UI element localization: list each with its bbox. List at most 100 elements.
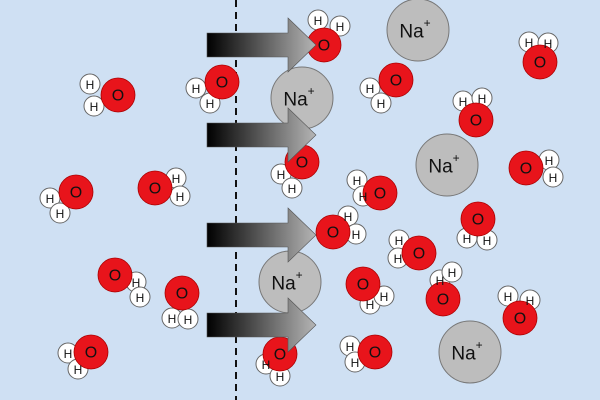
water-molecule: HHO — [359, 62, 414, 114]
ion-charge: + — [308, 84, 315, 98]
oxygen-atom — [315, 214, 351, 250]
ion-charge: + — [296, 268, 303, 282]
oxygen-atom — [357, 334, 393, 370]
hydrogen-label: H — [168, 312, 177, 326]
oxygen-label: O — [470, 113, 482, 130]
oxygen-atom — [73, 334, 109, 370]
hydrogen-label: H — [336, 20, 345, 34]
oxygen-label: O — [109, 268, 121, 285]
hydrogen-label: H — [74, 363, 83, 377]
hydrogen-label: H — [262, 358, 271, 372]
oxygen-atom — [204, 64, 240, 100]
hydrogen-atom — [281, 177, 303, 199]
oxygen-label: O — [216, 75, 228, 92]
hydrogen-atom — [49, 202, 71, 224]
hydrogen-label: H — [463, 232, 472, 246]
ion-charge: + — [476, 338, 483, 352]
hydrogen-label: H — [172, 172, 181, 186]
hydrogen-label: H — [544, 37, 553, 51]
water-molecule: HHO — [57, 334, 109, 380]
flow-arrow — [206, 107, 317, 163]
hydrogen-atom — [359, 77, 381, 99]
oxygen-label: O — [357, 277, 369, 294]
water-molecule: HHO — [97, 257, 151, 308]
hydrogen-label: H — [395, 234, 404, 248]
oxygen-label: O — [437, 292, 449, 309]
hydrogen-label: H — [483, 234, 492, 248]
hydrogen-label: H — [380, 290, 389, 304]
oxygen-label: O — [472, 212, 484, 229]
hydrogen-label: H — [359, 190, 368, 204]
oxygen-atom — [458, 102, 494, 138]
hydrogen-label: H — [46, 192, 55, 206]
oxygen-label: O — [413, 246, 425, 263]
oxygen-atom — [508, 150, 544, 186]
hydrogen-atom — [370, 92, 392, 114]
hydrogen-label: H — [549, 171, 558, 185]
sodium-ion: Na+ — [438, 320, 502, 384]
hydrogen-label: H — [478, 92, 487, 106]
water-molecule: HHO — [79, 73, 136, 117]
oxygen-label: O — [318, 38, 330, 55]
hydrogen-label: H — [525, 36, 534, 50]
oxygen-atom — [100, 77, 136, 113]
water-molecule: HHO — [270, 144, 320, 199]
water-molecule: HHO — [315, 205, 367, 250]
oxygen-atom — [425, 281, 461, 317]
oxygen-atom — [502, 300, 538, 336]
hydrogen-atom — [329, 15, 351, 37]
oxygen-atom — [460, 201, 496, 237]
hydrogen-label: H — [346, 340, 355, 354]
hydrogen-label: H — [366, 298, 375, 312]
oxygen-label: O — [112, 88, 124, 105]
oxygen-atom — [58, 174, 94, 210]
oxygen-label: O — [274, 347, 286, 364]
hydrogen-atom — [542, 166, 564, 188]
hydrogen-label: H — [184, 313, 193, 327]
hydrogen-atom — [129, 286, 151, 308]
hydrogen-label: H — [504, 290, 513, 304]
oxygen-atom — [345, 266, 381, 302]
hydrogen-label: H — [90, 100, 99, 114]
ion-circle — [386, 0, 450, 62]
flow-arrow — [206, 207, 317, 263]
hydrogen-label: H — [448, 266, 457, 280]
oxygen-label: O — [70, 185, 82, 202]
oxygen-atom — [522, 44, 558, 80]
hydrogen-atom — [441, 261, 463, 283]
oxygen-label: O — [327, 225, 339, 242]
water-molecule: HHO — [345, 266, 395, 315]
hydrogen-label: H — [56, 207, 65, 221]
hydrogen-label: H — [459, 95, 468, 109]
sodium-ion: Na+ — [270, 66, 334, 130]
hydrogen-label: H — [192, 82, 201, 96]
oxygen-atom — [378, 62, 414, 98]
oxygen-label: O — [296, 155, 308, 172]
hydrogen-label: H — [377, 97, 386, 111]
ion-circle — [415, 133, 479, 197]
hydrogen-label: H — [132, 276, 141, 290]
sodium-ion: Na+ — [386, 0, 450, 62]
hydrogen-label: H — [314, 14, 323, 28]
oxygen-label: O — [534, 55, 546, 72]
hydrogen-label: H — [277, 168, 286, 182]
hydrogen-label: H — [344, 210, 353, 224]
hydrogen-atom — [83, 95, 105, 117]
water-molecule: HHO — [339, 334, 393, 373]
oxygen-label: O — [520, 161, 532, 178]
oxygen-atom — [164, 275, 200, 311]
oxygen-label: O — [176, 286, 188, 303]
water-molecule: HHO — [425, 261, 463, 317]
flow-arrow — [206, 297, 317, 353]
oxygen-atom — [401, 235, 437, 271]
hydrogen-label: H — [545, 154, 554, 168]
ion-circle — [438, 320, 502, 384]
flow-arrow — [206, 17, 317, 73]
